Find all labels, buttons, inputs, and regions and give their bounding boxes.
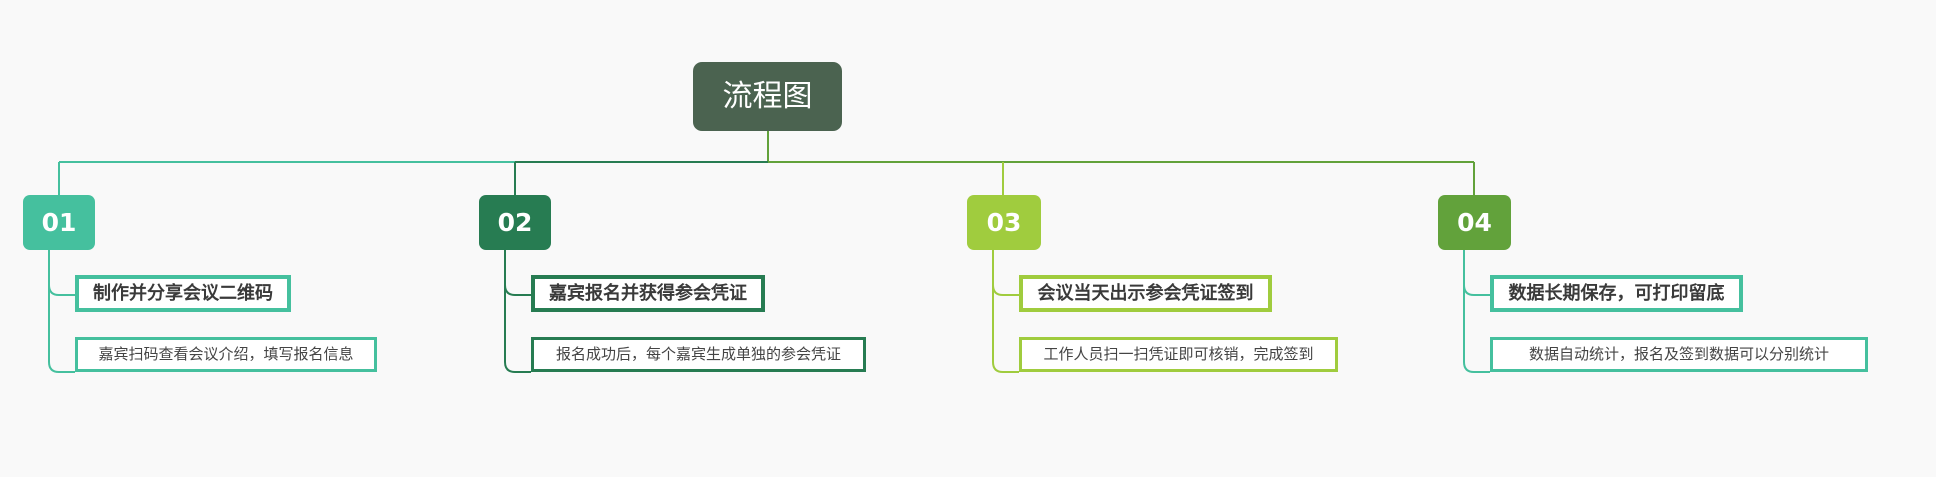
step-number-badge: 03 xyxy=(967,195,1041,250)
branch-line-01 xyxy=(48,250,75,373)
step-description-box: 数据自动统计，报名及签到数据可以分别统计 xyxy=(1490,337,1868,372)
step-description-box: 嘉宾扫码查看会议介绍，填写报名信息 xyxy=(75,337,377,372)
step-title-box: 嘉宾报名并获得参会凭证 xyxy=(531,275,765,312)
step-number-badge: 04 xyxy=(1438,195,1511,250)
step-number-badge: 02 xyxy=(479,195,551,250)
root-title: 流程图 xyxy=(722,79,813,114)
branch-line-03 xyxy=(992,250,1019,373)
root-node: 流程图 xyxy=(693,62,842,131)
step-title-box: 数据长期保存，可打印留底 xyxy=(1490,275,1743,312)
step-title-box: 会议当天出示参会凭证签到 xyxy=(1019,275,1272,312)
step-description-box: 报名成功后，每个嘉宾生成单独的参会凭证 xyxy=(531,337,866,372)
branch-line-02 xyxy=(504,250,531,373)
step-description-box: 工作人员扫一扫凭证即可核销，完成签到 xyxy=(1019,337,1338,372)
branch-line-04 xyxy=(1463,250,1490,373)
step-title-box: 制作并分享会议二维码 xyxy=(75,275,291,312)
step-number-badge: 01 xyxy=(23,195,95,250)
